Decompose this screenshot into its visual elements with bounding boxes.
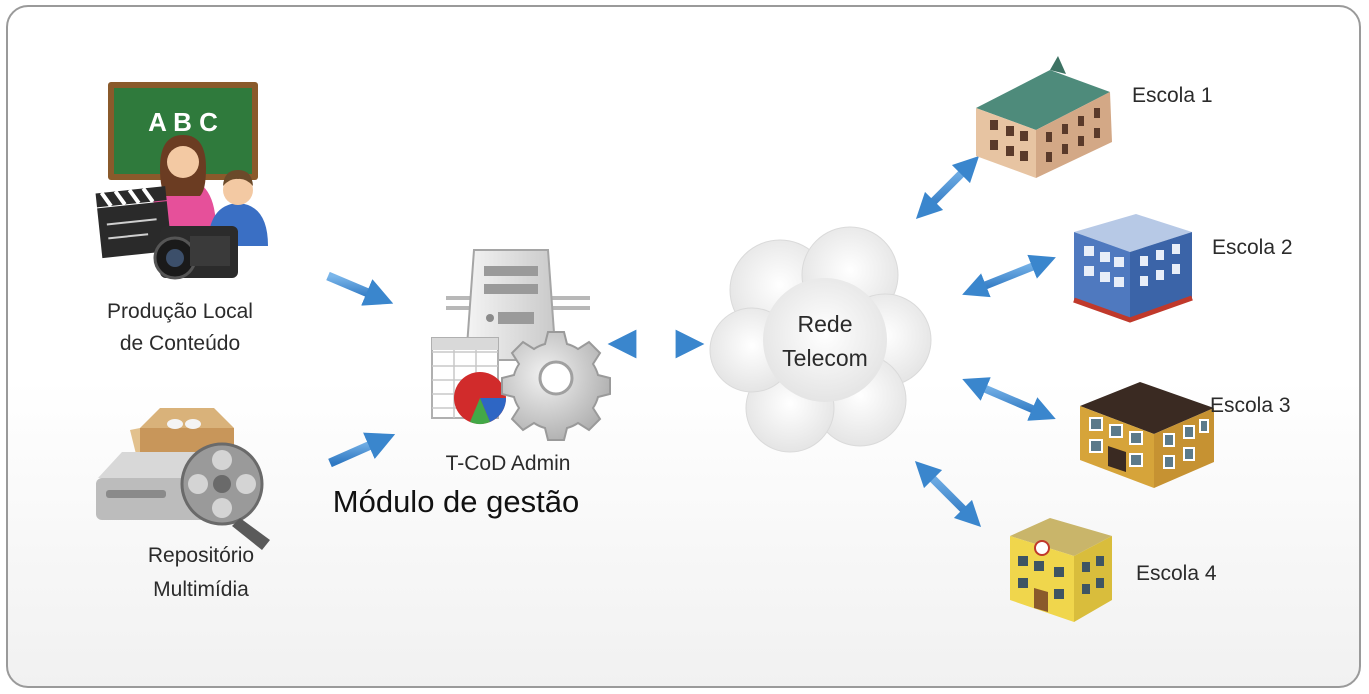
- school-2-label: Escola 2: [1212, 236, 1293, 259]
- arrow-network-school4: [914, 460, 982, 528]
- arrow-network-school1: [915, 155, 980, 220]
- chalkboard-text: A B C: [148, 107, 218, 137]
- admin-server-icon: [431, 249, 611, 441]
- school-3-label: Escola 3: [1210, 394, 1291, 417]
- school-4-building-icon: [1010, 518, 1112, 622]
- school-2-building-icon: [1073, 214, 1193, 323]
- media-repository-icon: [96, 408, 270, 550]
- school-1-label: Escola 1: [1132, 84, 1213, 107]
- network-label-line1: Rede: [798, 311, 853, 337]
- arrow-network-school3: [962, 377, 1056, 421]
- repository-label-line1: Repositório: [148, 544, 254, 567]
- admin-sublabel: Módulo de gestão: [333, 484, 579, 519]
- production-label-line1: Produção Local: [107, 300, 253, 323]
- arrow-production-to-admin: [326, 271, 394, 306]
- production-label-line2: de Conteúdo: [120, 332, 240, 355]
- arrow-repository-to-admin: [328, 432, 396, 468]
- school-4-label: Escola 4: [1136, 562, 1217, 585]
- school-1-building-icon: [976, 56, 1112, 178]
- arrow-network-school2: [962, 254, 1056, 298]
- network-cloud-icon: [709, 226, 932, 453]
- school-3-building-icon: [1080, 382, 1214, 488]
- network-label-line2: Telecom: [782, 345, 868, 371]
- repository-label-line2: Multimídia: [153, 578, 249, 601]
- admin-label: T-CoD Admin: [446, 452, 571, 475]
- content-production-icon: A B C: [95, 82, 268, 280]
